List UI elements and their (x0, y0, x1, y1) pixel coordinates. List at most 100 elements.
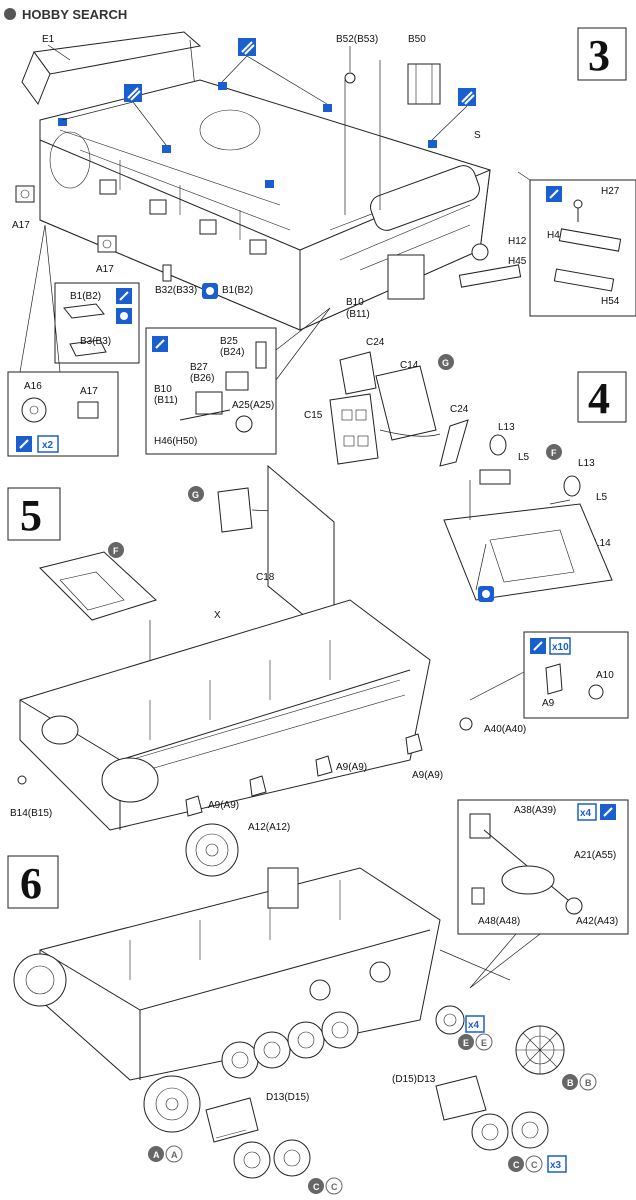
label-d15: (D15)D13 (392, 1074, 436, 1085)
step-number: 4 (588, 374, 610, 423)
panel-e1 (33, 31, 202, 75)
sprue-badge-e: E E (458, 1033, 493, 1051)
step-number: 3 (588, 31, 610, 80)
label-b3: B3(B3) (80, 336, 111, 347)
assembly-icon (478, 586, 494, 602)
svg-text:C: C (313, 1182, 320, 1192)
label-a10: A10 (596, 670, 614, 681)
label-b25: B25 (220, 336, 238, 347)
glue-brush-icon (116, 288, 132, 304)
label-e1: E1 (42, 34, 55, 45)
label-c15: C15 (304, 410, 323, 421)
label-a21: A21(A55) (574, 850, 616, 861)
step-4: 4 C24 C14 G C15 C24 L13 L5 F L13 L5 L14 (304, 337, 627, 602)
bogie-d15 (435, 1075, 487, 1121)
label-h27: H27 (601, 186, 620, 197)
label-b27: B27 (190, 362, 208, 373)
label-a9: A9(A9) (336, 762, 367, 773)
label-c24: C24 (450, 404, 469, 415)
label-b11: (B11) (346, 309, 370, 320)
sprue-badge-a: A A (148, 1145, 183, 1163)
label-b1: B1(B2) (70, 291, 101, 302)
label-d13: D13(D15) (266, 1092, 309, 1103)
label-h46: H46(H50) (154, 436, 197, 447)
label-a17: A17 (12, 220, 30, 231)
svg-text:A: A (171, 1150, 178, 1160)
part-b10 (387, 254, 425, 300)
sprue-badge-g: G (188, 486, 204, 502)
glue-brush-icon (600, 804, 616, 820)
label-b1: B1(B2) (222, 285, 253, 296)
label-h45: H45 (547, 230, 566, 241)
step-number: 5 (20, 491, 42, 540)
step-5: 5 G C18 F X x10 A10 (7, 464, 629, 877)
label-x: X (214, 610, 221, 621)
sprue-badge-g: G (438, 354, 454, 370)
svg-text:E: E (463, 1038, 469, 1048)
part-c15 (329, 393, 379, 465)
sprue-badge-c: C C (308, 1177, 343, 1195)
label-b24: (B24) (220, 347, 244, 358)
label-l13: L13 (578, 458, 595, 469)
sprocket-a12 (185, 823, 239, 877)
step-number-box (7, 487, 61, 541)
label-l5: L5 (518, 452, 530, 463)
label-b11: (B11) (154, 395, 178, 406)
label-b52: B52(B53) (336, 34, 378, 45)
label-l14: L14 (594, 538, 611, 549)
svg-text:G: G (192, 490, 199, 500)
step-number-box (7, 855, 59, 909)
glue-icon (458, 88, 476, 106)
glue-brush-icon (530, 638, 546, 654)
sprue-badge-b: B B (562, 1073, 597, 1091)
label-h12: H12 (508, 236, 527, 247)
multiplier-badge: x10 (552, 642, 569, 653)
label-a38: A38(A39) (514, 805, 556, 816)
glue-brush-icon (16, 436, 32, 452)
sprocket-a (143, 1075, 201, 1133)
label-a12: A12(A12) (248, 822, 290, 833)
part-c14 (375, 365, 437, 441)
label-b14: B14(B15) (10, 808, 52, 819)
label-c14: C14 (400, 360, 419, 371)
label-s: S (474, 130, 481, 141)
label-b50: B50 (408, 34, 426, 45)
label-l5: L5 (596, 492, 608, 503)
bogie-d13 (205, 1097, 259, 1143)
sprue-badge-f: F (546, 444, 562, 460)
multiplier-badge: x4 (468, 1020, 480, 1031)
svg-text:F: F (113, 546, 119, 556)
svg-text:C: C (331, 1182, 338, 1192)
assembly-icon (116, 308, 132, 324)
step-6: 6 A38(A39) x4 A21(A55) A48(A48) A42(A43) (7, 799, 629, 1195)
multiplier-badge: x2 (42, 440, 54, 451)
label-b10: B10 (346, 297, 364, 308)
label-b26: (B26) (190, 373, 214, 384)
multiplier-badge: x3 (550, 1160, 562, 1171)
svg-text:G: G (442, 358, 449, 368)
sprue-badge-c: C C (508, 1155, 543, 1173)
label-a9: A9(A9) (208, 800, 239, 811)
label-a48: A48(A48) (478, 916, 520, 927)
step-number-box (577, 371, 627, 423)
inset-h27 (529, 179, 636, 317)
glue-icon (124, 84, 142, 102)
assembly-icon (202, 283, 218, 299)
multiplier-badge: x4 (580, 808, 592, 819)
glue-brush-icon (152, 336, 168, 352)
svg-text:C: C (513, 1160, 520, 1170)
svg-text:B: B (567, 1078, 574, 1088)
label-a16: A16 (24, 381, 42, 392)
label-h45: H45 (508, 256, 527, 267)
label-a40: A40(A40) (484, 724, 526, 735)
step-number-box (577, 27, 627, 81)
label-c18: C18 (256, 572, 275, 583)
watermark-logo: HOBBY SEARCH (4, 7, 127, 22)
label-c24: C24 (366, 337, 385, 348)
label-a42: A42(A43) (576, 916, 618, 927)
label-a9: A9 (542, 698, 555, 709)
label-h54: H54 (601, 296, 620, 307)
glue-brush-icon (546, 186, 562, 202)
step-number: 6 (20, 859, 42, 908)
